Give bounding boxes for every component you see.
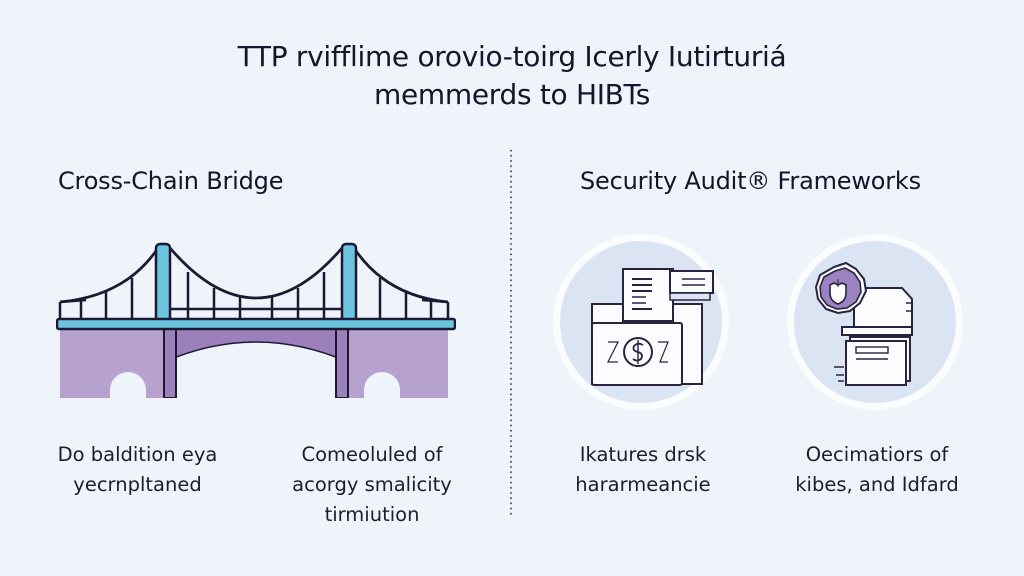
audit-document-dollar-icon — [591, 268, 714, 386]
audit-caption-2: Oecimatiors of kibes, and Idfard — [795, 443, 959, 496]
audit-badge — [553, 234, 729, 410]
shield-badge — [787, 234, 963, 410]
title-line-1: TTP rvifflime orovio-toirg Icerly Iutirt… — [237, 40, 787, 73]
bridge-caption-2: Comeoluled of acorgy smalicity tirmiutio… — [292, 443, 452, 526]
audit-caption-1: Ikatures drsk hararmeancie — [575, 443, 711, 496]
page-title: TTP rvifflime orovio-toirg Icerly Iutirt… — [0, 38, 1024, 114]
bridge-caption-1: Do baldition eya yecrnpltaned — [57, 443, 218, 496]
cross-chain-bridge-heading: Cross-Chain Bridge — [58, 167, 284, 195]
section-divider — [510, 148, 512, 518]
suspension-bridge-icon — [55, 238, 457, 399]
title-line-2: memmerds to HIBTs — [373, 78, 651, 111]
security-audit-heading: Security Audit® Frameworks — [580, 167, 921, 195]
shield-seal-server-icon — [814, 261, 913, 386]
